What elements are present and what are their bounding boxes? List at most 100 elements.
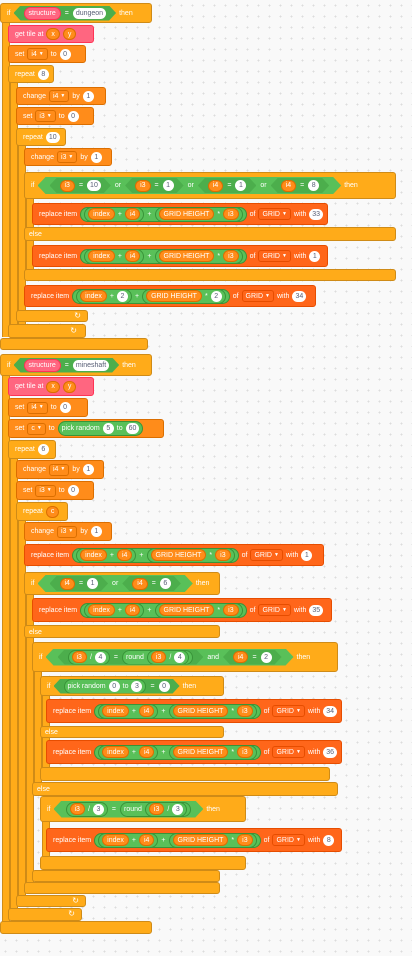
value-field[interactable]: dungeon — [73, 8, 106, 19]
count-field[interactable]: 6 — [37, 444, 49, 455]
add-operator[interactable]: index+i4 — [98, 832, 159, 848]
grid-height-reporter[interactable]: GRID HEIGHT — [158, 250, 215, 262]
grid-height-reporter[interactable]: GRID HEIGHT — [158, 208, 215, 220]
equals-operator[interactable]: i3=10 — [50, 178, 111, 193]
replace-item-block[interactable]: replace item index+i4 + GRID HEIGHT*i3 o… — [46, 828, 342, 852]
change-variable-block[interactable]: change i3▼ by 1 — [24, 522, 112, 541]
if-block[interactable]: if i4=1 or i4=6 then — [24, 572, 220, 595]
multiply-operator[interactable]: GRID HEIGHT*i3 — [154, 602, 243, 618]
equals-operator[interactable]: i4=2 — [223, 650, 282, 665]
list-dropdown[interactable]: GRID▼ — [241, 290, 274, 302]
x-reporter[interactable]: x — [46, 380, 60, 393]
value-field[interactable]: 34 — [292, 290, 307, 302]
i3-reporter[interactable]: i3 — [223, 208, 239, 220]
value-field[interactable]: 10 — [87, 180, 101, 191]
x-reporter[interactable]: x — [46, 28, 60, 40]
grid-height-reporter[interactable]: GRID HEIGHT — [158, 604, 215, 616]
add-operator[interactable]: index+i4 + GRID HEIGHT*i3 — [72, 547, 239, 563]
multiply-operator[interactable]: GRID HEIGHT*i3 — [154, 248, 243, 264]
list-dropdown[interactable]: GRID▼ — [258, 604, 291, 616]
value-field[interactable]: 1 — [235, 180, 246, 191]
change-variable-block[interactable]: change i4▼ by 1 — [16, 460, 104, 479]
value-field[interactable]: 0 — [109, 681, 120, 692]
value-field[interactable]: 0 — [67, 485, 79, 496]
value-field[interactable]: 1 — [90, 526, 102, 537]
replace-item-block[interactable]: replace item index+i4 + GRID HEIGHT*i3 o… — [46, 699, 342, 723]
i3-reporter[interactable]: i3 — [70, 803, 85, 815]
get-tile-block[interactable]: get tile at x y — [8, 25, 94, 43]
add-operator[interactable]: index+i4 — [84, 206, 145, 222]
equals-operator[interactable]: i3=1 — [125, 178, 184, 193]
divide-operator[interactable]: i3/4 — [68, 650, 110, 665]
replace-item-block[interactable]: replace item index+i4 + GRID HEIGHT*i3 o… — [46, 740, 342, 764]
add-operator[interactable]: index+i4 — [84, 602, 145, 618]
i4-reporter[interactable]: i4 — [233, 651, 248, 663]
i3-reporter[interactable]: i3 — [215, 549, 231, 561]
replace-item-block[interactable]: replace item index+i4 + GRID HEIGHT*i3 o… — [32, 245, 328, 267]
multiply-operator[interactable]: GRID HEIGHT*i3 — [168, 703, 257, 719]
i4-reporter[interactable]: i4 — [60, 578, 75, 590]
i3-reporter[interactable]: i3 — [237, 746, 253, 758]
equals-operator[interactable]: i4=8 — [271, 178, 330, 193]
value-field[interactable]: 1 — [90, 151, 102, 163]
equals-operator[interactable]: i4=1 — [50, 576, 109, 591]
value-field[interactable]: 0 — [59, 402, 71, 413]
variable-dropdown[interactable]: i3▼ — [56, 151, 78, 163]
value-field[interactable]: 6 — [160, 578, 171, 589]
list-dropdown[interactable]: GRID▼ — [272, 834, 305, 846]
value-field[interactable]: 36 — [323, 746, 337, 758]
i4-reporter[interactable]: i4 — [208, 180, 223, 192]
value-field[interactable]: 34 — [323, 705, 337, 717]
variable-dropdown[interactable]: i3▼ — [35, 110, 56, 122]
add-operator[interactable]: index+i4 — [98, 703, 159, 719]
pick-random-operator[interactable]: pick random 5 to 60 — [57, 421, 144, 436]
condition[interactable]: i3=10 or i3=1 or i4=1 or i4=8 — [38, 177, 342, 194]
multiply-operator[interactable]: GRID HEIGHT*i3 — [154, 206, 243, 222]
index-reporter[interactable]: index — [88, 250, 115, 262]
condition[interactable]: structure = dungeon — [14, 6, 117, 21]
i3-reporter[interactable]: i3 — [151, 651, 166, 663]
repeat-end-bar[interactable]: ↻ — [8, 324, 86, 338]
add-operator[interactable]: index+i4 — [84, 248, 145, 264]
condition[interactable]: structure = mineshaft — [14, 358, 120, 373]
repeat-block[interactable]: repeat 6 — [8, 440, 56, 459]
if-block[interactable]: if i3=10 or i3=1 or i4=1 or i4=8 then — [24, 172, 396, 199]
structure-reporter[interactable]: structure — [24, 359, 61, 372]
list-dropdown[interactable]: GRID▼ — [258, 208, 291, 220]
value-field[interactable]: 2 — [210, 290, 222, 302]
set-variable-block[interactable]: set c▼ to pick random 5 to 60 — [8, 419, 164, 438]
value-field[interactable]: 1 — [87, 578, 98, 589]
value-field[interactable]: 8 — [308, 180, 319, 191]
list-dropdown[interactable]: GRID▼ — [272, 705, 305, 717]
multiply-operator[interactable]: GRID HEIGHT*2 — [142, 288, 226, 304]
value-field[interactable]: 3 — [93, 804, 104, 815]
value-field[interactable]: 5 — [102, 423, 114, 434]
i3-reporter[interactable]: i3 — [72, 651, 87, 663]
divide-operator[interactable]: i3/3 — [66, 802, 108, 817]
i3-reporter[interactable]: i3 — [237, 705, 253, 717]
value-field[interactable]: 3 — [131, 681, 142, 692]
value-field[interactable]: 0 — [59, 48, 71, 60]
add-operator[interactable]: index+i4 — [98, 744, 159, 760]
i3-reporter[interactable]: i3 — [135, 180, 150, 192]
equals-operator[interactable]: i4=6 — [122, 576, 181, 591]
variable-dropdown[interactable]: i4▼ — [48, 90, 70, 102]
multiply-operator[interactable]: GRID HEIGHT*i3 — [146, 547, 235, 563]
variable-dropdown[interactable]: i3▼ — [35, 484, 56, 497]
y-reporter[interactable]: y — [62, 28, 77, 40]
i3-reporter[interactable]: i3 — [237, 834, 253, 846]
value-field[interactable]: mineshaft — [73, 360, 109, 371]
i4-reporter[interactable]: i4 — [138, 834, 155, 846]
variable-dropdown[interactable]: i4▼ — [48, 463, 70, 476]
index-reporter[interactable]: index — [102, 705, 129, 717]
value-field[interactable]: 4 — [174, 652, 185, 663]
if-block[interactable]: if structure = mineshaft then — [0, 354, 152, 376]
index-reporter[interactable]: index — [80, 549, 107, 561]
